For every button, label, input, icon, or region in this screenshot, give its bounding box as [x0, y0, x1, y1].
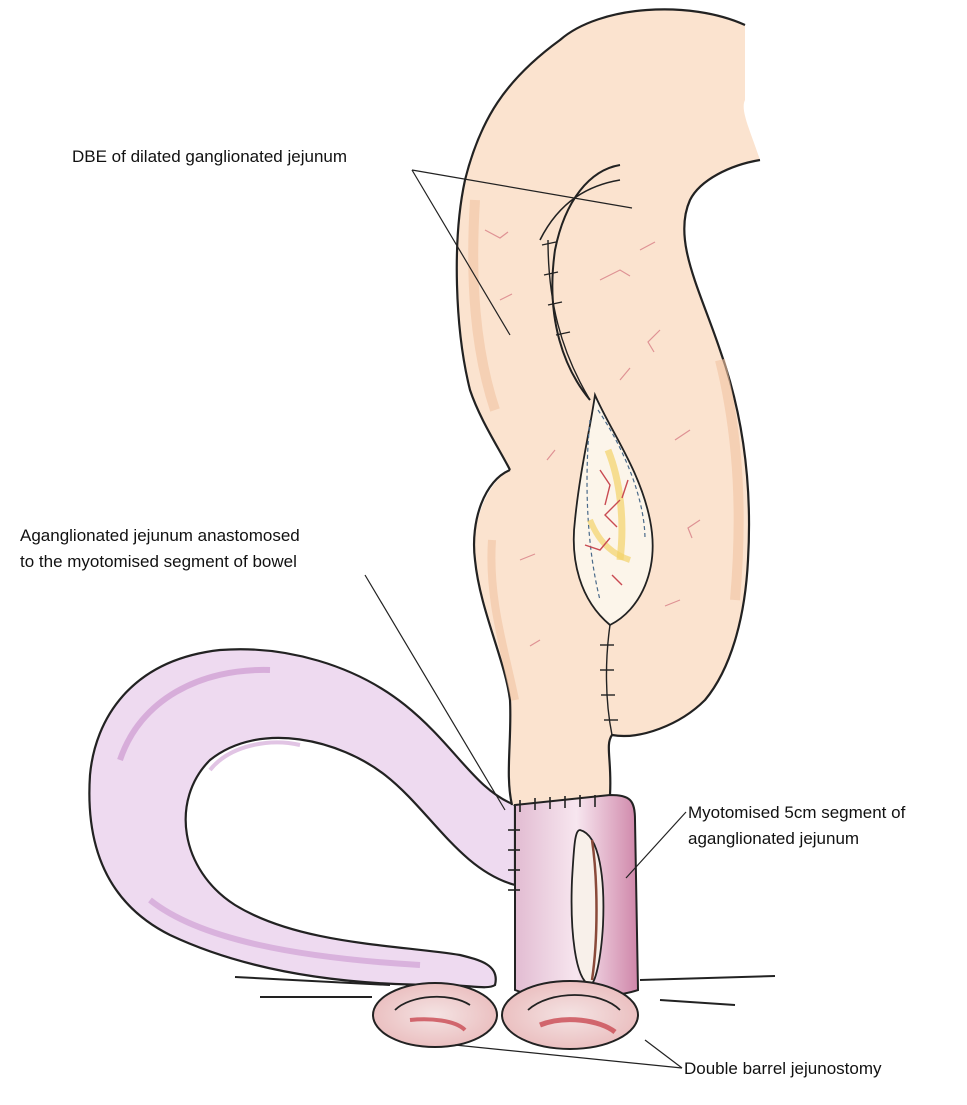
aganglionated-jejunum-loop: [89, 649, 515, 987]
ground-lines: [235, 976, 775, 1005]
label-stoma: Double barrel jejunostomy: [684, 1056, 882, 1082]
label-myotomy-line2: aganglionated jejunum: [688, 826, 859, 852]
double-barrel-stomas: [373, 981, 638, 1049]
dilated-ganglionated-jejunum: [457, 9, 760, 805]
myotomised-segment: [508, 795, 638, 998]
label-myotomy-line1: Myotomised 5cm segment of: [688, 800, 905, 826]
label-anastomosis-line2: to the myotomised segment of bowel: [20, 549, 297, 575]
label-dbe: DBE of dilated ganglionated jejunum: [72, 144, 347, 170]
label-anastomosis-line1: Aganglionated jejunum anastomosed: [20, 523, 300, 549]
